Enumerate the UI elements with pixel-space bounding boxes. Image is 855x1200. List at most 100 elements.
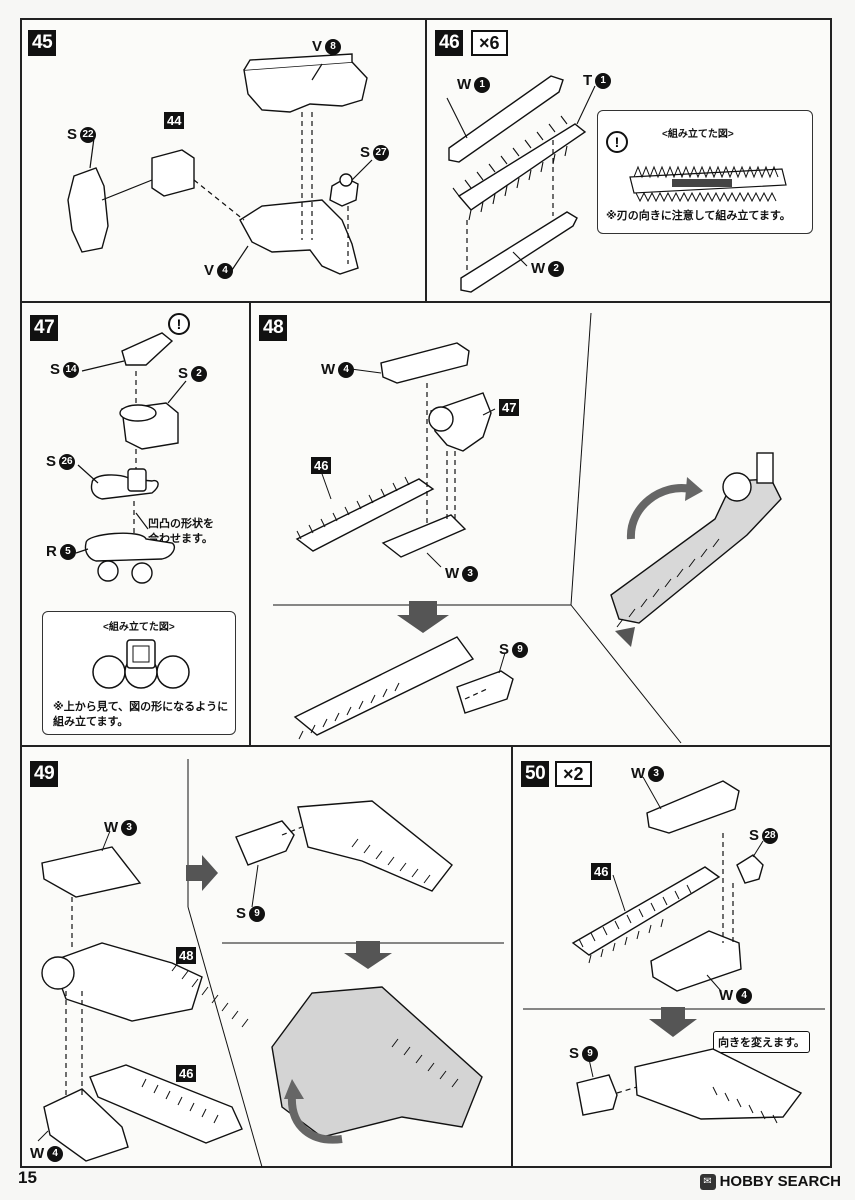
w3-tray [381, 514, 467, 558]
down-arrow [397, 601, 449, 633]
step-ref-48: 48 [176, 947, 197, 964]
blade-46 [571, 866, 721, 956]
assembled-upper-blade [293, 636, 475, 736]
page-number: 15 [18, 1168, 37, 1187]
step-number: 50 [521, 761, 550, 787]
brand-text: HOBBY SEARCH [719, 1173, 841, 1190]
step-number: 48 [259, 315, 288, 341]
s28-peg [736, 854, 764, 884]
step-ref-46: 46 [176, 1065, 197, 1082]
orientation-note: 向きを変えます。 [713, 1031, 810, 1053]
blade-46 [89, 1064, 243, 1144]
assembly-48 [51, 942, 203, 1022]
rotate-arrow [626, 484, 692, 540]
s22-side-part [67, 167, 109, 253]
step-45-illustration [67, 53, 373, 275]
s9-clip [235, 820, 295, 866]
right-arrow [186, 855, 218, 891]
blade-46 [295, 478, 435, 552]
v4-lower-frame [239, 199, 359, 275]
warning-icon: ! [168, 313, 190, 335]
w1-blade-cover [448, 75, 564, 163]
brand-logo: ✉ HOBBY SEARCH [699, 1173, 841, 1190]
step-ref-44: 44 [164, 112, 185, 129]
step-ref-46: 46 [311, 457, 332, 474]
w4-base [43, 1088, 129, 1162]
step-ref-46: 46 [591, 863, 612, 880]
rotate-arrow [287, 1094, 343, 1144]
svg-text:!: ! [177, 316, 182, 332]
s26-plate [90, 474, 159, 500]
quantity-badge: ×2 [555, 761, 592, 787]
down-arrow [344, 941, 392, 969]
final-assembly [271, 986, 483, 1138]
assembled-joint-drawing [92, 639, 190, 689]
step-number: 46 [435, 30, 464, 56]
step-49-illustration [37, 759, 504, 1168]
w3-cover [646, 780, 740, 834]
w3-cover [41, 846, 142, 898]
down-arrow [649, 1007, 697, 1037]
step-ref-47: 47 [499, 399, 520, 416]
callout-title: <組み立てた図> [662, 129, 734, 140]
r5-base [84, 532, 176, 562]
quantity-badge: ×6 [471, 30, 508, 56]
step-number: 47 [30, 315, 59, 341]
step-47-illustration [75, 332, 187, 584]
brand-icon: ✉ [699, 1173, 716, 1190]
callout-note: ※刃の向きに注意して組み立てます。 [606, 210, 791, 222]
step-48-illustration [273, 312, 782, 744]
large-assembled-blade [610, 478, 782, 624]
w4-top-plate [380, 342, 470, 384]
block-44 [151, 149, 195, 197]
step-46-illustration [446, 75, 596, 293]
w2-base [460, 211, 578, 293]
t1-blade-strip [457, 123, 587, 211]
step-number: 49 [30, 761, 59, 787]
warning-icon: ! [606, 131, 628, 153]
blade-rear [297, 800, 453, 892]
step-number: 45 [28, 30, 57, 56]
s26-post [127, 468, 147, 492]
s9-clip [456, 670, 514, 714]
s9-clip [576, 1074, 618, 1116]
assembled-blade-drawing [629, 165, 787, 203]
final-blade [634, 1048, 803, 1120]
diagonal-arrow [605, 627, 635, 661]
callout-title: <組み立てた図> [103, 622, 175, 633]
svg-text:!: ! [615, 134, 620, 150]
v8-upper-frame [243, 61, 368, 113]
step-50-illustration [523, 776, 825, 1124]
callout-note: ※上から見て、図の形になるように 組み立てます。 [53, 701, 229, 728]
s14-cap [121, 332, 174, 366]
w4-base [650, 930, 742, 992]
assembled-view-callout: <組み立てた図> ! ※刃の向きに注意して組み立てます。 [597, 110, 813, 234]
